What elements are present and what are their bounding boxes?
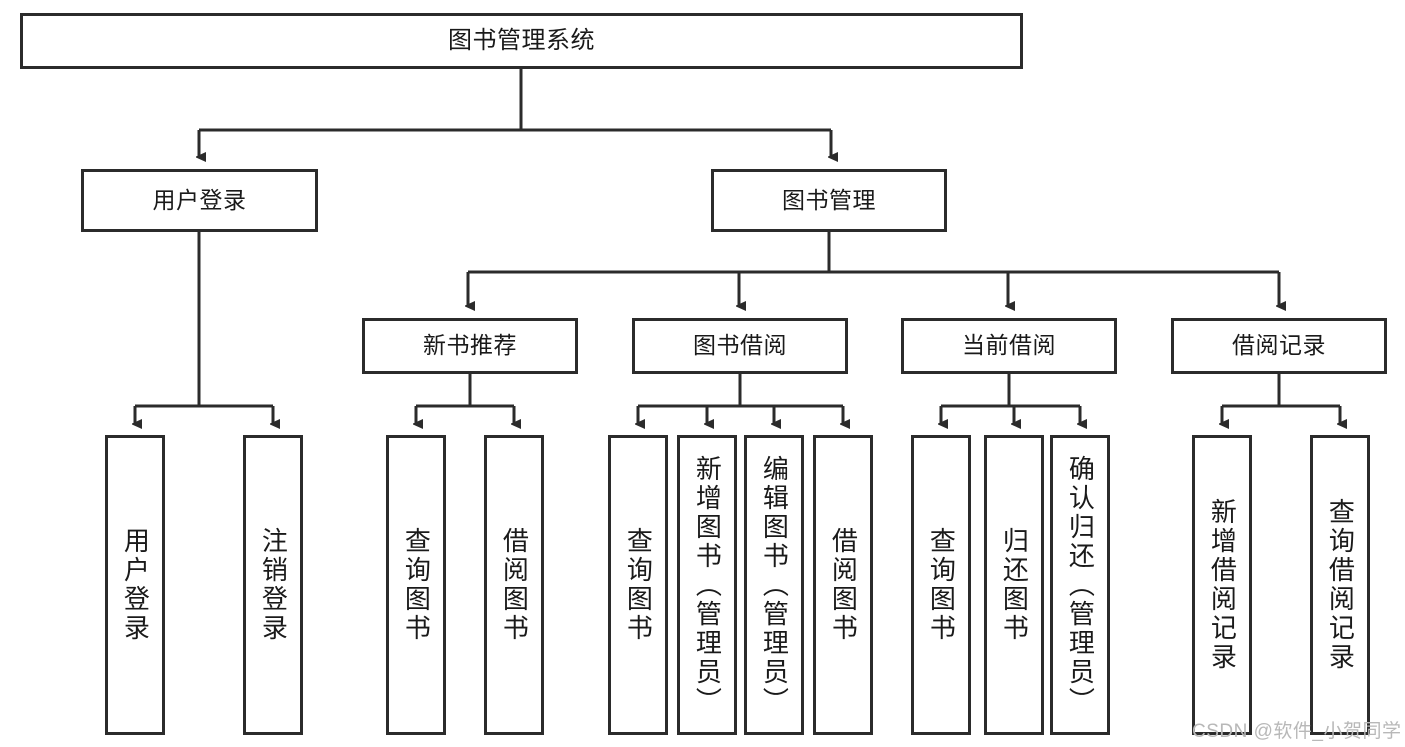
node-leaf-query-book-3[interactable]: 查询图书 [911,435,971,735]
node-label: 查询图书 [401,527,432,643]
node-leaf-edit-book-admin[interactable]: 编辑图书（管理员） [744,435,804,735]
node-label: 图书管理系统 [448,26,595,54]
node-label: 注销登录 [258,527,289,643]
node-label: 归还图书 [999,527,1030,643]
node-label: 编辑图书（管理员） [759,454,790,716]
node-leaf-query-borrow-record[interactable]: 查询借阅记录 [1310,435,1370,735]
node-label: 新增借阅记录 [1207,498,1238,672]
node-label: 借阅图书 [499,527,530,643]
node-label: 用户登录 [152,186,247,213]
node-user-login[interactable]: 用户登录 [81,169,318,232]
node-label: 新增图书（管理员） [692,454,723,716]
node-new-book-recommendation[interactable]: 新书推荐 [362,318,578,374]
node-label: 查询图书 [623,527,654,643]
node-leaf-query-book-1[interactable]: 查询图书 [386,435,446,735]
node-leaf-logout[interactable]: 注销登录 [243,435,303,735]
node-label: 查询图书 [926,527,957,643]
node-current-borrow[interactable]: 当前借阅 [901,318,1117,374]
node-book-management[interactable]: 图书管理 [711,169,947,232]
node-leaf-query-book-2[interactable]: 查询图书 [608,435,668,735]
node-label: 图书借阅 [693,332,787,359]
node-label: 借阅图书 [828,527,859,643]
node-root-book-management-system[interactable]: 图书管理系统 [20,13,1023,69]
node-label: 确认归还（管理员） [1065,454,1096,716]
node-label: 借阅记录 [1232,332,1326,359]
node-label: 当前借阅 [962,332,1056,359]
node-leaf-user-login[interactable]: 用户登录 [105,435,165,735]
node-borrow-record[interactable]: 借阅记录 [1171,318,1387,374]
node-book-borrow[interactable]: 图书借阅 [632,318,848,374]
node-leaf-borrow-book-1[interactable]: 借阅图书 [484,435,544,735]
node-label: 图书管理 [782,186,876,213]
node-label: 查询借阅记录 [1325,498,1356,672]
csdn-watermark: CSDN @软件_小贺同学 [1192,721,1402,742]
node-leaf-confirm-return-admin[interactable]: 确认归还（管理员） [1050,435,1110,735]
node-leaf-add-borrow-record[interactable]: 新增借阅记录 [1192,435,1252,735]
node-label: 用户登录 [120,527,151,643]
node-leaf-borrow-book-2[interactable]: 借阅图书 [813,435,873,735]
node-leaf-add-book-admin[interactable]: 新增图书（管理员） [677,435,737,735]
node-label: 新书推荐 [423,332,517,359]
node-leaf-return-book[interactable]: 归还图书 [984,435,1044,735]
